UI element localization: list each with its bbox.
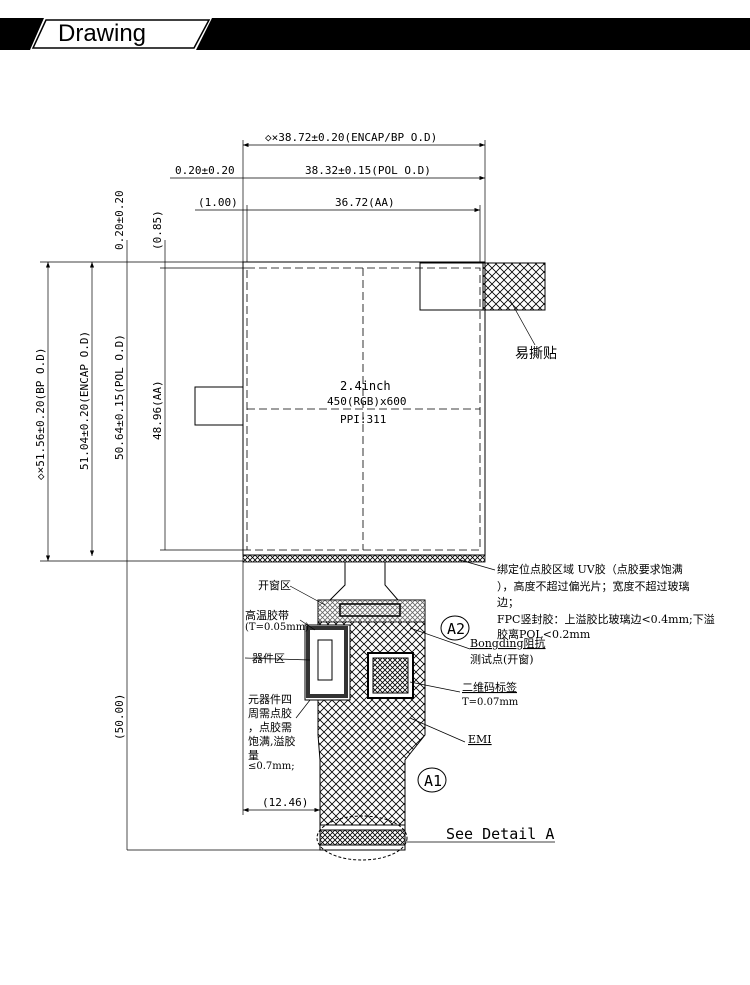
window-area-label: 开窗区 — [258, 578, 291, 592]
left-dimensions: ◇×51.56±0.20(BP O.D) 51.04±0.20(ENCAP O.… — [34, 190, 400, 851]
component-glue-1: 元器件四 — [248, 693, 292, 706]
uv-glue-note-2: ），高度不超过偏光片；宽度不超过玻璃 — [497, 579, 690, 593]
component-glue-3: ，点胶需 — [248, 720, 292, 734]
panel-resolution: 450(RGB)x600 — [327, 395, 406, 408]
dim-encap-height: 51.04±0.20(ENCAP O.D) — [78, 331, 91, 470]
dim-bp-height: ◇×51.56±0.20(BP O.D) — [34, 348, 47, 480]
callouts: 绑定位点胶区域 UV胶（点胶要求饱满 ），高度不超过偏光片；宽度不超过玻璃 边；… — [244, 559, 715, 861]
qr-label: 二维码标签 — [462, 680, 517, 694]
component-glue-6: ≤0.7mm; — [248, 761, 295, 772]
callout-a2 — [440, 615, 470, 641]
callout-a1 — [417, 767, 447, 793]
fpc — [304, 562, 426, 851]
dim-aa-width: 36.72(AA) — [335, 196, 395, 209]
dim-left-aa-offset: (0.85) — [151, 210, 164, 250]
component-glue-4: 饱满,溢胶 — [248, 734, 296, 748]
dim-encap-width: ◇×38.72±0.20(ENCAP/BP O.D) — [265, 131, 437, 144]
header-tab — [30, 18, 212, 50]
uv-glue-note-4: FPC竖封胶：上溢胶比玻璃边<0.4mm;下溢 — [497, 612, 715, 626]
dim-aa-offset: (1.00) — [198, 196, 238, 209]
bonding-test-label-2: 测试点(开窗) — [470, 652, 534, 666]
dim-top-offset: 0.20±0.20 — [175, 164, 235, 177]
qr-thickness: T=0.07mm — [462, 697, 519, 708]
component-glue-5: 量 — [248, 749, 259, 762]
high-temp-tape-label: 高温胶带 — [245, 608, 289, 622]
uv-glue-note-3: 边； — [497, 596, 519, 609]
uv-glue-note-5: 胶离POL<0.2mm — [497, 627, 591, 641]
callout-a2-label: A2 — [447, 620, 465, 638]
top-dimensions: ◇×38.72±0.20(ENCAP/BP O.D) 0.20±0.20 38.… — [170, 131, 486, 262]
high-temp-tape-thickness: (T=0.05mm) — [245, 622, 309, 633]
bonding-test-label: Bongding阻抗 — [470, 636, 546, 650]
dim-aa-height: 48.96(AA) — [151, 380, 164, 440]
dim-fpc-offset: (12.46) — [262, 796, 308, 809]
emi-label: EMI — [468, 733, 492, 746]
easy-peel-label: 易撕贴 — [515, 346, 557, 362]
dim-fpc-length: (50.00) — [113, 694, 126, 740]
panel-size: 2.4inch — [340, 379, 391, 393]
panel-ppi: PPI:311 — [340, 413, 386, 426]
callout-a1-label: A1 — [424, 772, 442, 790]
detail-a-circle — [316, 815, 408, 861]
dim-left-top-offset: 0.20±0.20 — [113, 190, 126, 250]
easy-peel-tab: 易撕贴 — [419, 262, 557, 362]
uv-glue-note-1: 绑定位点胶区域 UV胶（点胶要求饱满 — [497, 562, 683, 576]
display-panel: 2.4inch 450(RGB)x600 PPI:311 — [194, 261, 486, 563]
component-glue-2: 周需点胶 — [248, 706, 292, 720]
dim-pol-height: 50.64±0.15(POL O.D) — [113, 334, 126, 460]
see-detail-label: See Detail A — [446, 825, 554, 843]
header-title: Drawing — [58, 20, 146, 47]
dim-pol-width: 38.32±0.15(POL O.D) — [305, 164, 431, 177]
